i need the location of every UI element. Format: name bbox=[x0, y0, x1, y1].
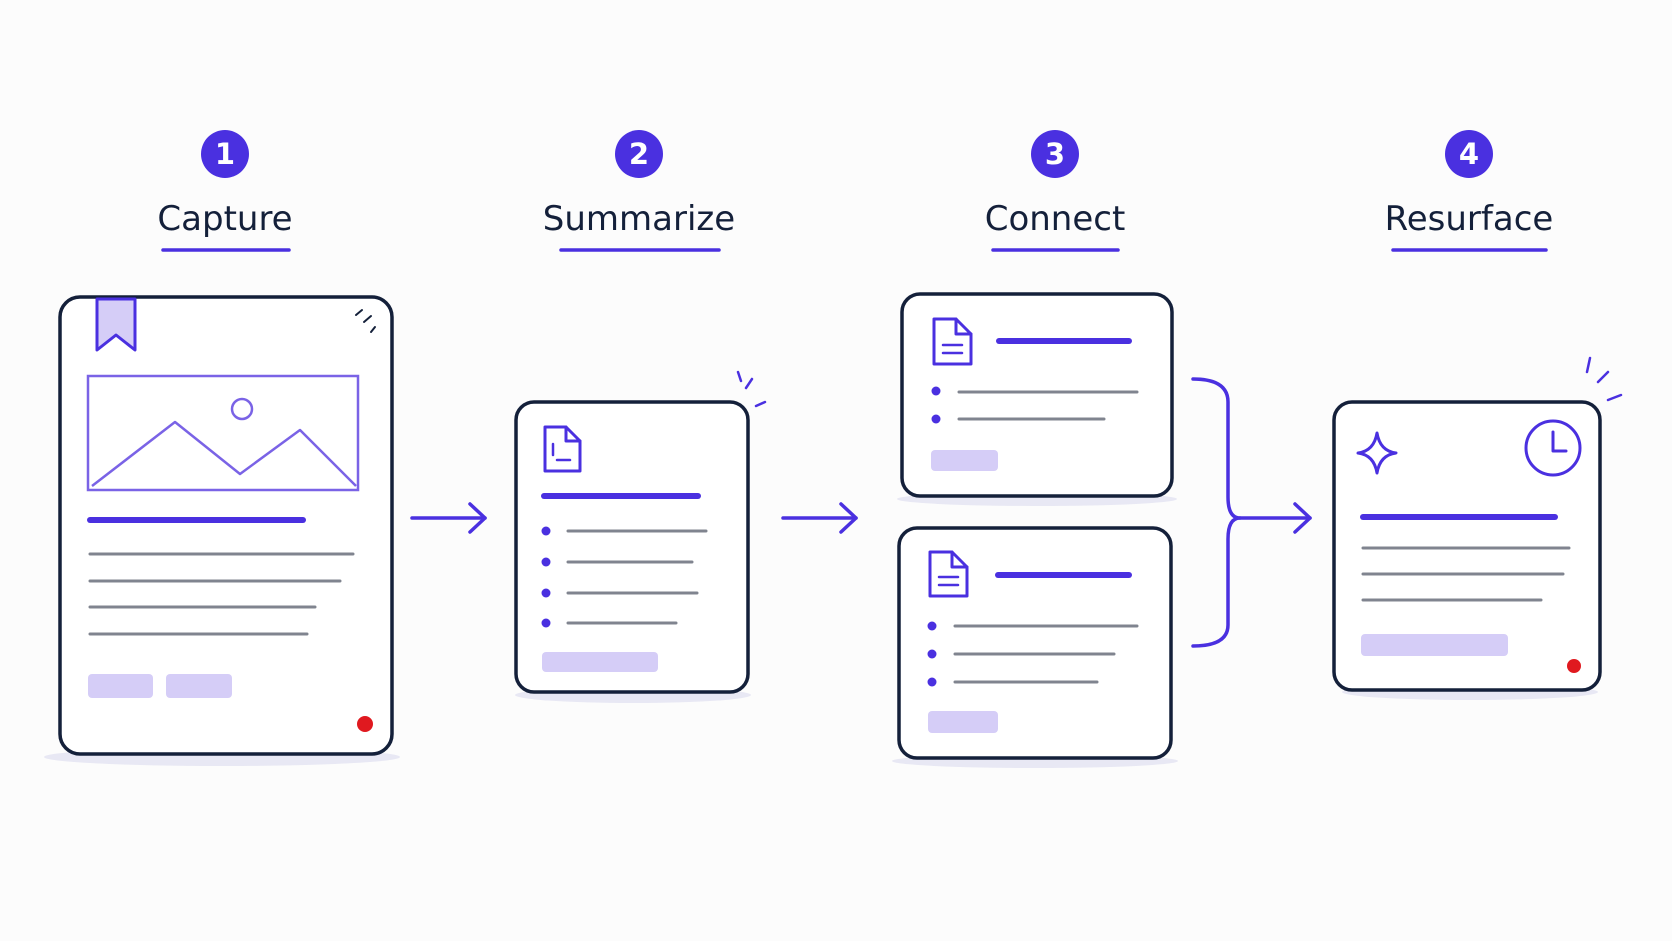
step-3-label: Connect bbox=[985, 199, 1126, 239]
bullet bbox=[927, 677, 937, 687]
arrow-right-icon bbox=[781, 502, 858, 534]
step-4-header: 4 Resurface bbox=[1385, 130, 1554, 252]
bullet bbox=[541, 526, 551, 536]
step-1-header: 1 Capture bbox=[157, 130, 293, 252]
step-4-label: Resurface bbox=[1385, 199, 1554, 239]
connect-card-bottom bbox=[892, 526, 1178, 768]
alert-dot bbox=[1567, 659, 1581, 673]
bullet bbox=[927, 649, 937, 659]
step-2-badge bbox=[615, 130, 663, 178]
step-2-label: Summarize bbox=[543, 199, 735, 239]
document-icon bbox=[932, 317, 973, 366]
bullet bbox=[541, 557, 551, 567]
spark-marks bbox=[355, 309, 376, 333]
step-2-header: 2 Summarize bbox=[543, 130, 735, 252]
resurface-card-frame bbox=[1332, 400, 1602, 692]
alert-dot bbox=[357, 716, 373, 732]
bullet bbox=[541, 588, 551, 598]
bullet bbox=[931, 414, 941, 424]
connect-tag-pill bbox=[928, 711, 998, 733]
capture-tag-pill bbox=[88, 674, 153, 698]
document-icon bbox=[928, 550, 969, 598]
step-2-number: 2 bbox=[629, 137, 649, 171]
connect-card-top bbox=[897, 292, 1177, 506]
bullet bbox=[927, 621, 937, 631]
arrow-right-icon bbox=[1238, 502, 1312, 534]
resurface-card bbox=[1332, 356, 1623, 700]
step-3-number: 3 bbox=[1045, 137, 1065, 171]
image-placeholder-icon bbox=[86, 374, 360, 492]
step-3-header: 3 Connect bbox=[985, 130, 1126, 252]
bullet bbox=[541, 618, 551, 628]
capture-tag-pill bbox=[166, 674, 232, 698]
step-3-badge bbox=[1031, 130, 1079, 178]
summarize-card-frame bbox=[514, 400, 750, 694]
connect-tag-pill bbox=[931, 450, 998, 471]
step-1-badge bbox=[201, 130, 249, 178]
summary-tag-pill bbox=[542, 652, 658, 672]
document-icon bbox=[543, 425, 582, 473]
summarize-card bbox=[514, 370, 767, 703]
step-1-label: Capture bbox=[157, 199, 292, 239]
capture-card bbox=[44, 295, 400, 766]
step-4-badge bbox=[1445, 130, 1493, 178]
clock-icon bbox=[1524, 419, 1582, 477]
bookmark-icon bbox=[95, 297, 137, 352]
sparkle-icon bbox=[1356, 431, 1398, 475]
resurface-tag-pill bbox=[1361, 634, 1508, 656]
step-4-number: 4 bbox=[1459, 137, 1479, 171]
arrow-right-icon bbox=[410, 502, 487, 534]
step-1-number: 1 bbox=[215, 137, 235, 171]
bullet bbox=[931, 386, 941, 396]
spark-marks bbox=[736, 370, 767, 408]
merge-bracket bbox=[1191, 377, 1242, 648]
spark-marks bbox=[1585, 356, 1623, 402]
